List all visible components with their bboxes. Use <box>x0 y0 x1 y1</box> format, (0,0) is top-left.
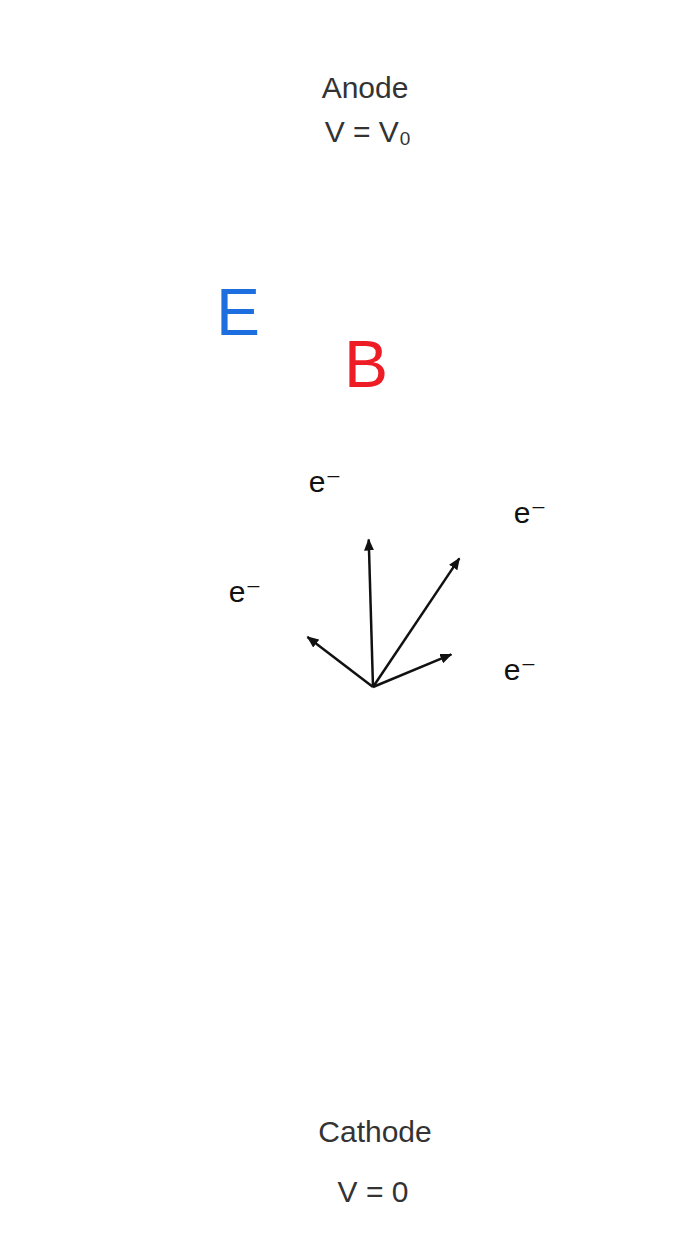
magnetic-field-region-outline <box>255 238 500 726</box>
electron-outline <box>262 596 314 648</box>
electron-label: e⁻ <box>504 652 537 688</box>
emission-arrow <box>369 539 373 687</box>
electric-field-region: EBe⁻e⁻e⁻e⁻ <box>130 236 630 726</box>
voltage-label: V = V₀ <box>325 114 412 150</box>
emission-arrow <box>373 558 459 687</box>
electron-outline <box>447 512 499 564</box>
cathode-emitter: Cathode V = 0 <box>28 676 699 1251</box>
emission-arrow <box>307 637 373 687</box>
electron-label: e⁻ <box>514 495 547 531</box>
cathode-emitter-outline <box>28 676 699 1251</box>
electron-label: e⁻ <box>229 574 262 610</box>
emission-arrow <box>373 654 451 687</box>
anode-plate: Anode V = V₀ <box>28 30 699 243</box>
field-symbol: E <box>216 273 260 352</box>
electron: e⁻ <box>262 596 314 648</box>
electron-label: e⁻ <box>309 464 342 500</box>
field-symbol: B <box>344 325 388 404</box>
electron-outline <box>448 619 500 671</box>
electrode-name: Cathode <box>318 1114 431 1150</box>
voltage-label: V = 0 <box>338 1174 409 1210</box>
electron-outline <box>342 489 394 541</box>
electrode-name: Anode <box>322 70 409 106</box>
electron: e⁻ <box>448 619 500 671</box>
electron: e⁻ <box>447 512 499 564</box>
electron: e⁻ <box>342 489 394 541</box>
magnetic-field-region: Be⁻e⁻e⁻e⁻ <box>255 238 500 726</box>
electric-field-region-outline <box>130 236 630 726</box>
